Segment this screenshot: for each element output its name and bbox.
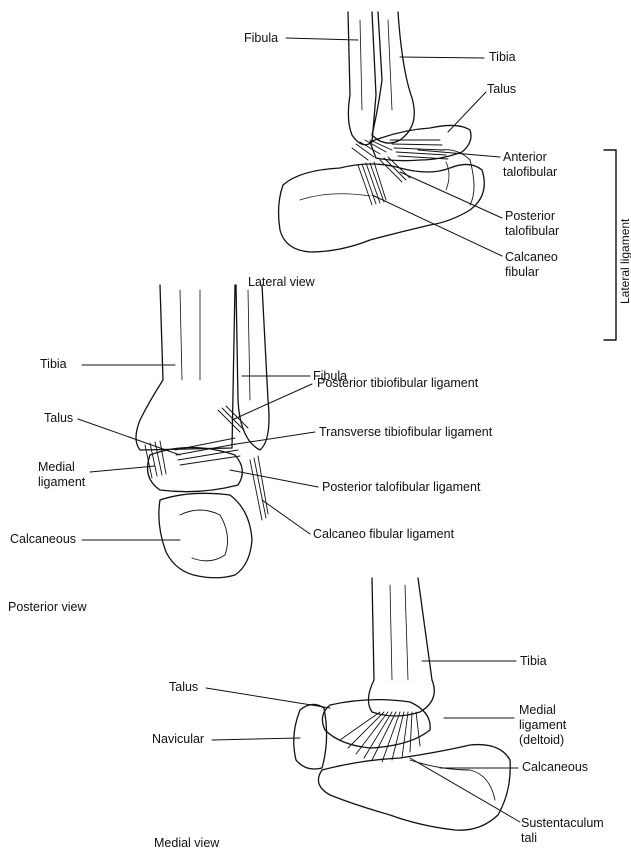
label-calcaneo-fibular-ligament: Calcaneo fibular ligament [313,527,454,542]
label-lateral-ligament-bracket: Lateral ligament [618,219,631,304]
label-lateral-calcaneo-fibular: Calcaneo fibular [505,250,558,280]
posterior-calcaneus-bone [159,493,252,577]
posterior-talus-bone [148,448,243,492]
lateral-tibia-bone [372,12,414,143]
medial-calcaneus-bone [318,745,510,831]
label-lateral-tibia: Tibia [489,50,516,65]
label-posterior-tibiofibular-ligament: Posterior tibiofibular ligament [317,376,478,391]
medial-tibia-bone [368,578,434,716]
label-medial-navicular: Navicular [152,732,204,747]
label-posterior-medial-ligament: Medial ligament [38,460,85,490]
label-medial-talus: Talus [169,680,198,695]
label-medial-tibia: Tibia [520,654,547,669]
lateral-calcaneus-bone [279,164,485,252]
medial-view-drawing [294,578,511,830]
medial-ligament-fibres [340,712,420,762]
label-posterior-talus: Talus [44,411,73,426]
label-anterior-talofibular: Anterior talofibular [503,150,557,180]
caption-lateral-view: Lateral view [248,275,315,290]
label-lateral-talus: Talus [487,82,516,97]
label-sustentaculum-tali: Sustentaculum tali [521,816,604,846]
medial-navicular-bone [294,704,327,769]
caption-medial-view: Medial view [154,836,219,851]
label-medial-ligament-deltoid: Medial ligament (deltoid) [519,703,566,748]
label-posterior-talofibular-ligament: Posterior talofibular ligament [322,480,480,495]
label-transverse-tibiofibular-ligament: Transverse tibiofibular ligament [319,425,492,440]
label-posterior-calcaneous: Calcaneous [10,532,76,547]
lateral-fibula-bone [348,12,376,145]
lateral-view-drawing [279,12,616,340]
label-lateral-fibula: Fibula [244,31,278,46]
label-posterior-tibia: Tibia [40,357,67,372]
posterior-tibia-bone [136,285,235,450]
medial-talus-bone [322,700,430,748]
lateral-ligament-bracket [604,150,616,340]
posterior-ligament-fibres [145,406,268,520]
caption-posterior-view: Posterior view [8,600,87,615]
label-medial-calcaneous: Calcaneous [522,760,588,775]
posterior-fibula-bone [236,285,269,450]
posterior-view-drawing [136,285,269,578]
label-lateral-posterior-talofibular: Posterior talofibular [505,209,559,239]
